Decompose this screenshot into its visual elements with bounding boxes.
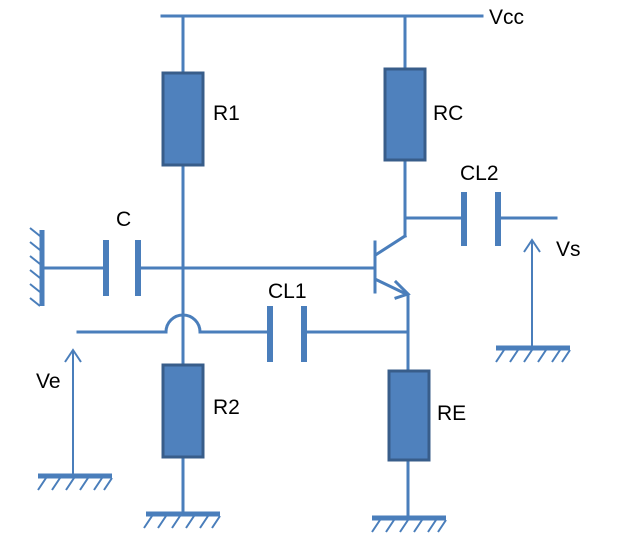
resistor-r2 [161, 363, 205, 459]
ground-ve [37, 473, 113, 491]
re-label: RE [437, 402, 466, 425]
resistor-r1 [161, 71, 205, 167]
ground-re [371, 515, 447, 533]
collector-wires [403, 14, 558, 238]
cl1-label: CL1 [268, 280, 307, 303]
cl2-label: CL2 [460, 162, 499, 185]
ground-left-wall [29, 227, 45, 307]
rc-label: RC [433, 102, 463, 125]
vcc-label: Vcc [489, 6, 524, 29]
capacitor-cl2 [461, 192, 501, 246]
r2-label: R2 [213, 396, 240, 419]
resistor-re [387, 369, 431, 462]
c-label: C [116, 208, 131, 231]
vs-arrow [523, 238, 541, 346]
r1-label: R1 [213, 102, 240, 125]
ve-label: Ve [36, 370, 61, 393]
vs-label: Vs [556, 238, 581, 261]
ground-r2 [143, 511, 221, 529]
ground-vs [495, 345, 571, 363]
input-line [76, 313, 410, 334]
transistor-npn [373, 233, 411, 300]
ve-arrow [64, 348, 82, 474]
resistor-rc [383, 67, 427, 162]
capacitor-c [103, 240, 141, 296]
capacitor-cl1 [267, 306, 307, 362]
